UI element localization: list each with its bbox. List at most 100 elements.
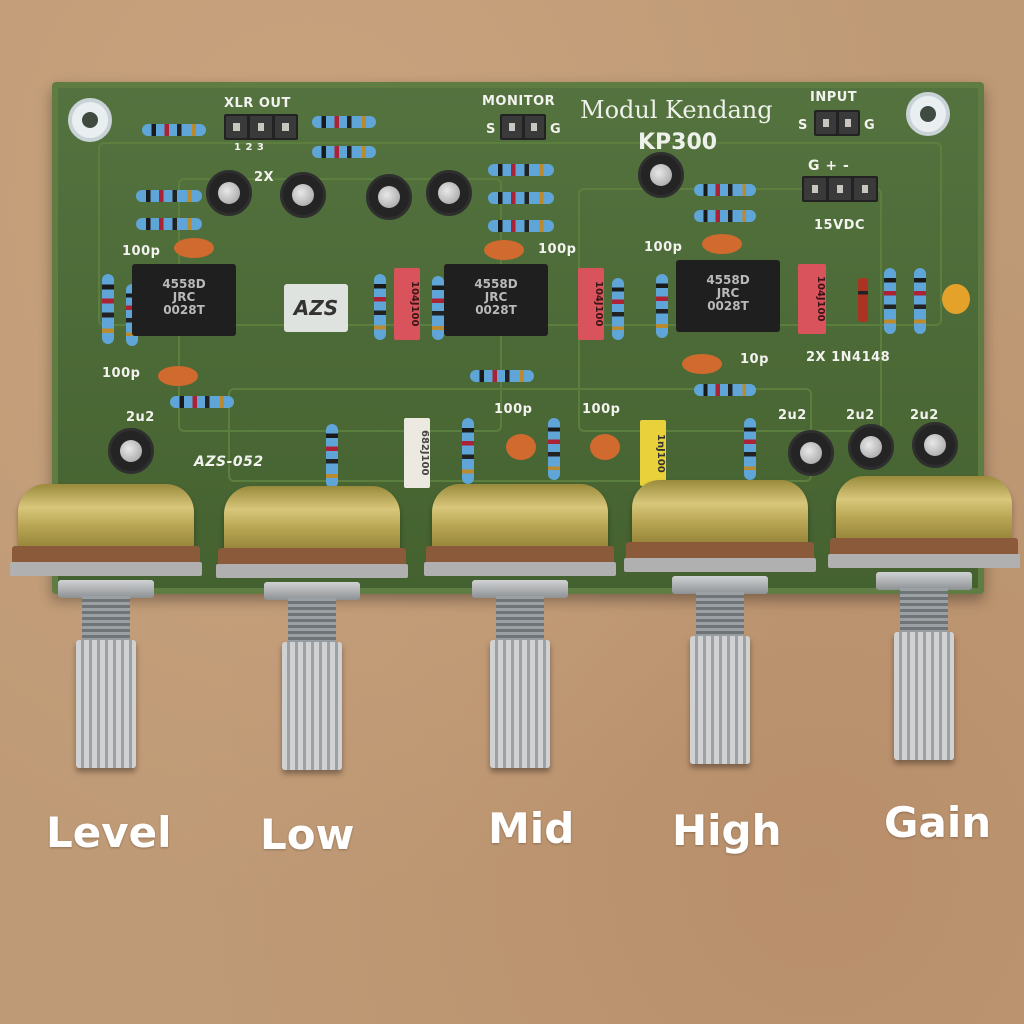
film-capacitor: 682J100 bbox=[404, 418, 430, 488]
pot-thread bbox=[696, 592, 744, 638]
resistor bbox=[548, 418, 560, 480]
resistor bbox=[326, 424, 338, 488]
pot-thread bbox=[496, 596, 544, 642]
cap-label: 2u2 bbox=[778, 408, 807, 423]
pot-nut bbox=[876, 572, 972, 590]
pot-thread bbox=[900, 588, 948, 634]
diode-label: 2X 1N4148 bbox=[806, 350, 891, 365]
board-model: KP300 bbox=[638, 130, 718, 155]
gain-knob-shaft[interactable] bbox=[894, 632, 954, 760]
film-capacitor: 1nJ100 bbox=[640, 420, 666, 486]
cap-label: 100p bbox=[102, 366, 141, 381]
board-title: Modul Kendang bbox=[580, 96, 773, 124]
power-pin-labels: G + - bbox=[808, 158, 850, 174]
cap-label: 2u2 bbox=[126, 410, 155, 425]
electrolytic-capacitor bbox=[108, 428, 154, 474]
pcb-board: XLR OUT 1 2 3 MONITOR S G Modul Kendang … bbox=[52, 82, 984, 594]
pot-base bbox=[216, 564, 408, 578]
electrolytic-capacitor bbox=[280, 172, 326, 218]
resistor bbox=[136, 190, 202, 202]
ceramic-capacitor bbox=[174, 238, 214, 258]
ic-marking: 0028T bbox=[707, 299, 749, 313]
input-g-label: G bbox=[864, 118, 876, 133]
electrolytic-capacitor bbox=[638, 152, 684, 198]
knob-label-level: Level bbox=[46, 808, 172, 857]
xlr-pin-numbers: 1 2 3 bbox=[234, 142, 265, 153]
resistor bbox=[432, 276, 444, 340]
ceramic-capacitor bbox=[484, 240, 524, 260]
board-code: AZS-052 bbox=[194, 454, 264, 470]
ic-marking: 0028T bbox=[475, 303, 517, 317]
electrolytic-capacitor bbox=[366, 174, 412, 220]
film-capacitor: 104J100 bbox=[798, 264, 826, 334]
resistor bbox=[142, 124, 206, 136]
pot-base bbox=[624, 558, 816, 572]
monitor-header bbox=[500, 114, 546, 140]
mounting-hole bbox=[68, 98, 112, 142]
resistor bbox=[488, 164, 554, 176]
knob-label-low: Low bbox=[260, 810, 355, 859]
pot-nut bbox=[58, 580, 154, 598]
ic-marking: JRC bbox=[484, 290, 508, 304]
pot-thread bbox=[288, 598, 336, 644]
level-knob-shaft[interactable] bbox=[76, 640, 136, 768]
ic-marking: 0028T bbox=[163, 303, 205, 317]
cap-label: 10p bbox=[740, 352, 769, 367]
resistor bbox=[694, 210, 756, 222]
pot-base bbox=[10, 562, 202, 576]
power-label: 15VDC bbox=[814, 218, 865, 233]
ceramic-capacitor bbox=[158, 366, 198, 386]
electrolytic-capacitor bbox=[912, 422, 958, 468]
ic-marking: 4558D bbox=[706, 273, 750, 287]
pot-nut bbox=[672, 576, 768, 594]
cap-label: 2u2 bbox=[846, 408, 875, 423]
resistor bbox=[694, 184, 756, 196]
ic-marking: 4558D bbox=[162, 277, 206, 291]
resistor bbox=[694, 384, 756, 396]
resistor bbox=[312, 146, 376, 158]
resistor bbox=[470, 370, 534, 382]
ceramic-capacitor bbox=[702, 234, 742, 254]
mid-knob-shaft[interactable] bbox=[490, 640, 550, 768]
resistor bbox=[744, 418, 756, 480]
knob-label-mid: Mid bbox=[488, 804, 575, 853]
pot-nut bbox=[264, 582, 360, 600]
ceramic-capacitor bbox=[942, 284, 970, 314]
cap-label: 100p bbox=[582, 402, 621, 417]
low-knob-shaft[interactable] bbox=[282, 642, 342, 770]
resistor bbox=[374, 274, 386, 340]
film-capacitor: 104J100 bbox=[578, 268, 604, 340]
cap-label: 100p bbox=[538, 242, 577, 257]
film-capacitor: 104J100 bbox=[394, 268, 420, 340]
knob-label-high: High bbox=[672, 806, 782, 855]
resistor bbox=[170, 396, 234, 408]
power-header bbox=[802, 176, 878, 202]
pot-thread bbox=[82, 596, 130, 642]
electrolytic-capacitor bbox=[788, 430, 834, 476]
xlr-out-header bbox=[224, 114, 298, 140]
mounting-hole bbox=[906, 92, 950, 136]
resistor bbox=[312, 116, 376, 128]
resistor bbox=[656, 274, 668, 338]
input-label: INPUT bbox=[810, 90, 858, 105]
high-knob-shaft[interactable] bbox=[690, 636, 750, 764]
ceramic-capacitor bbox=[590, 434, 620, 460]
monitor-label: MONITOR bbox=[482, 94, 556, 109]
resistor bbox=[462, 418, 474, 484]
azs-logo: AZS bbox=[284, 284, 348, 332]
resistor bbox=[612, 278, 624, 340]
electrolytic-capacitor bbox=[848, 424, 894, 470]
op-amp-ic: 4558D JRC 0028T bbox=[676, 260, 780, 332]
ic-marking: JRC bbox=[716, 286, 740, 300]
ic-marking: JRC bbox=[172, 290, 196, 304]
resistor bbox=[488, 192, 554, 204]
op-amp-ic: 4558D JRC 0028T bbox=[444, 264, 548, 336]
input-header bbox=[814, 110, 860, 136]
diode bbox=[858, 278, 868, 322]
cap-label: 2u2 bbox=[910, 408, 939, 423]
pot-base bbox=[828, 554, 1020, 568]
resistor bbox=[488, 220, 554, 232]
xlr-out-label: XLR OUT bbox=[224, 96, 291, 111]
pot-base bbox=[424, 562, 616, 576]
cap-2x-label: 2X bbox=[254, 170, 275, 185]
